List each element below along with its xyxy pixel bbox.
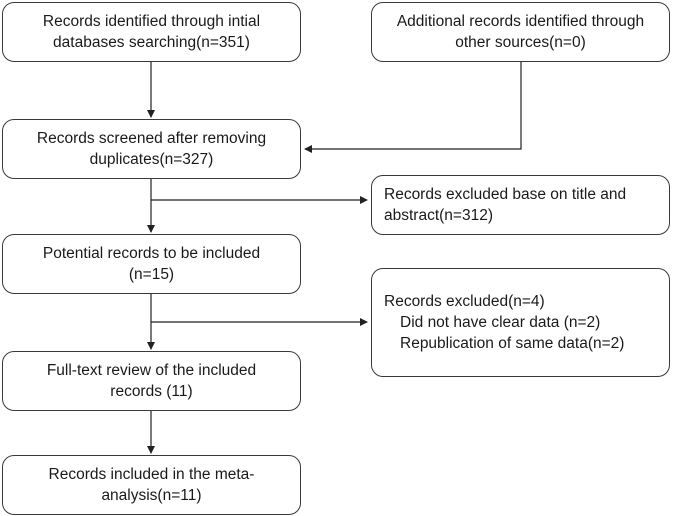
box-line: Records included in the meta- [48,466,255,483]
excluded-heading: Records excluded(n=4) [384,293,545,310]
box-full-text-review: Full-text review of the included records… [2,351,301,411]
box-line: other sources(n=0) [455,34,586,51]
box-line: Full-text review of the included [46,362,257,379]
box-line: Records excluded base on title and [384,186,627,203]
box-line: Records identified through intial [42,13,261,30]
box-line: records (11) [110,383,193,400]
box-line: abstract(n=312) [384,207,493,224]
box-line: Records screened after removing [36,130,267,147]
box-line: databases searching(n=351) [53,34,250,51]
excluded-reason: Did not have clear data (n=2) [400,314,601,331]
box-line: analysis(n=11) [101,487,202,504]
box-excluded-title-abstract: Records excluded base on title and abstr… [371,175,670,235]
box-records-screened: Records screened after removing duplicat… [2,119,301,179]
arrow-additional-to-screened [304,62,522,153]
excluded-reason: Republication of same data(n=2) [400,335,625,352]
box-additional-records: Additional records identified through ot… [371,2,670,62]
box-potential-records: Potential records to be included (n=15) [2,234,301,294]
box-line: (n=15) [128,266,175,283]
box-line: duplicates(n=327) [89,151,214,168]
box-records-included: Records included in the meta- analysis(n… [2,455,301,515]
box-records-identified: Records identified through intial databa… [2,2,301,62]
box-line: Additional records identified through [396,13,645,30]
box-line: Potential records to be included [42,245,261,262]
box-excluded-full-text: Records excluded(n=4) Did not have clear… [371,268,670,377]
